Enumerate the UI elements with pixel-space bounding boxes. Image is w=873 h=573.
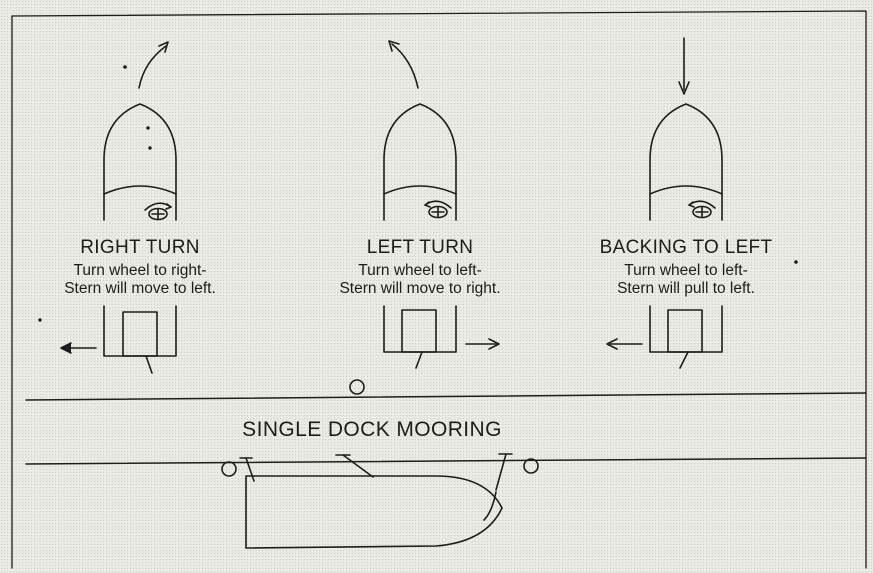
boat-stern — [103, 305, 177, 357]
speck — [38, 318, 42, 322]
panel-desc-line1: Turn wheel to left- — [624, 262, 748, 279]
prop-wash-line — [145, 355, 153, 374]
moored-boat — [239, 453, 513, 549]
steering-wheel-icon — [688, 200, 716, 219]
speck — [148, 146, 152, 150]
boat-hull — [103, 103, 177, 221]
speck — [146, 126, 150, 130]
steering-wheel-icon — [144, 202, 172, 221]
mooring-line — [342, 454, 374, 478]
boat-right-turn — [60, 41, 177, 374]
backing-arrowhead — [678, 81, 690, 95]
stern-arrowhead — [488, 338, 500, 350]
moored-hull — [245, 475, 503, 549]
dock-line-upper — [25, 392, 867, 401]
boat-deck-line — [649, 185, 723, 195]
boat-deck-line — [383, 185, 457, 195]
piling-right — [523, 458, 539, 474]
boat-hull — [383, 103, 457, 221]
piling-upper — [349, 379, 365, 395]
boat-deck-line — [103, 185, 177, 195]
panel-title-left-turn: LEFT TURN — [366, 237, 474, 258]
speck — [123, 65, 127, 69]
frame-border — [11, 10, 867, 569]
moored-bow-line — [483, 491, 497, 521]
stern-arrowhead — [606, 338, 618, 350]
boat-stern — [383, 305, 457, 353]
stern-arrowhead — [60, 342, 72, 354]
mooring-line — [495, 453, 507, 491]
panel-desc-line2: Stern will move to left. — [64, 280, 216, 297]
boat-engine — [667, 309, 703, 353]
boat-hull — [649, 103, 723, 221]
dock-mooring-title: SINGLE DOCK MOORING — [242, 418, 502, 441]
panel-desc-line1: Turn wheel to right- — [73, 262, 207, 279]
speck — [794, 260, 798, 264]
panel-desc-line1: Turn wheel to left- — [358, 262, 482, 279]
panel-desc-line2: Stern will pull to left. — [617, 280, 755, 297]
turn-arrowhead — [388, 40, 400, 52]
turn-arrowhead — [158, 41, 169, 53]
boat-backing-left — [606, 37, 798, 369]
panel-title-backing-left: BACKING TO LEFT — [599, 237, 773, 258]
boat-engine — [122, 311, 158, 357]
boat-engine — [401, 309, 437, 353]
boat-stern — [649, 305, 723, 353]
piling-left — [221, 461, 237, 477]
turn-arrow — [138, 45, 167, 89]
prop-wash-line — [679, 351, 689, 369]
mooring-line — [245, 457, 255, 482]
steering-wheel-icon — [424, 200, 452, 219]
turn-arrow — [391, 43, 419, 89]
panel-title-right-turn: RIGHT TURN — [80, 237, 200, 258]
dock-line-lower — [25, 457, 867, 465]
boat-left-turn — [383, 40, 500, 369]
panel-desc-line2: Stern will move to right. — [339, 280, 501, 297]
prop-wash-line — [415, 351, 423, 369]
